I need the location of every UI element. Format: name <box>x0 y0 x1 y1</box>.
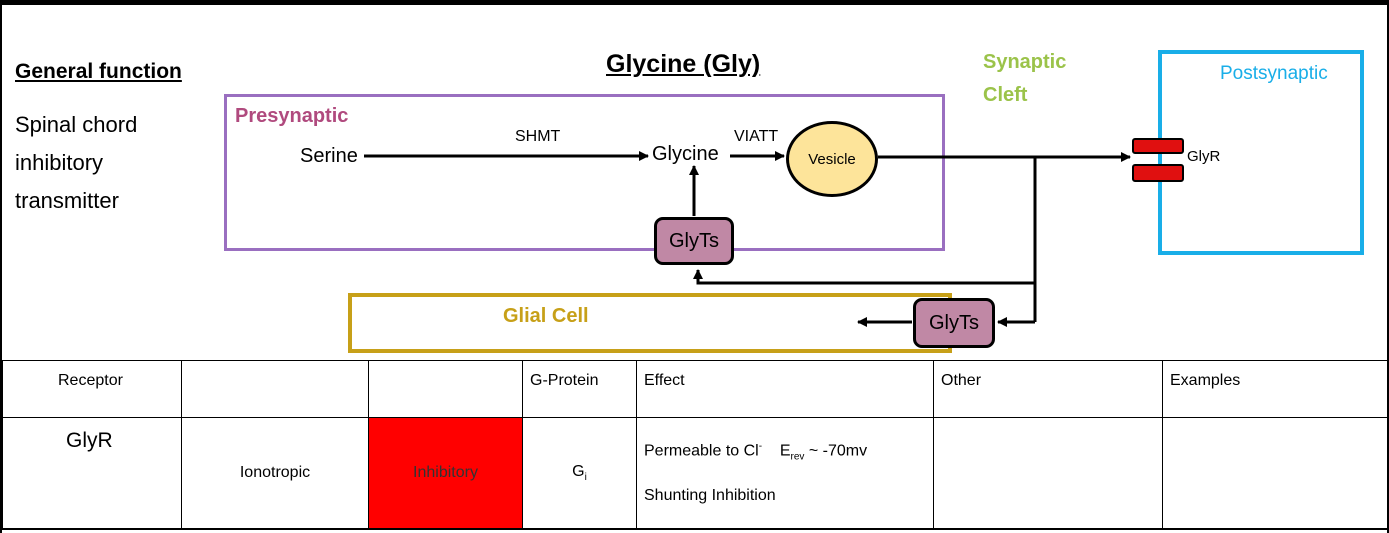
header-effect: Effect <box>636 360 934 418</box>
header-col2 <box>181 360 369 418</box>
synaptic-cleft-label: Synaptic Cleft <box>983 51 1067 106</box>
effect-erev: E <box>779 442 791 460</box>
header-gprotein: G-Protein <box>522 360 637 418</box>
receptor-table: Receptor G-Protein Effect Other Examples… <box>2 360 1388 529</box>
presynaptic-box <box>224 94 945 251</box>
header-examples: Examples <box>1162 360 1388 418</box>
cell-type: Ionotropic <box>181 417 369 529</box>
shmt-label: SHMT <box>515 128 561 145</box>
vesicle: Vesicle <box>786 121 878 197</box>
postsynaptic-label: Postsynaptic <box>1220 63 1328 84</box>
table-header-row: Receptor G-Protein Effect Other Examples <box>2 360 1388 418</box>
presynaptic-label: Presynaptic <box>235 105 349 127</box>
pathway-arrows <box>364 151 1131 327</box>
glyts-presynaptic: GlyTs <box>654 217 734 265</box>
right-border <box>1387 0 1389 533</box>
header-col3 <box>368 360 523 418</box>
glycine-label: Glycine <box>652 143 719 165</box>
reuptake-to-presynaptic-glyts-arrow <box>693 269 1035 285</box>
effect-cl-sup: - <box>758 441 763 452</box>
effect-line-1: Permeable to Cl- Erev ~ -70mv <box>644 428 926 477</box>
cell-action: Inhibitory <box>368 417 523 529</box>
glyts-glial: GlyTs <box>913 298 995 348</box>
cell-effect: Permeable to Cl- Erev ~ -70mv Shunting I… <box>636 417 934 529</box>
serine-label: Serine <box>300 145 358 167</box>
glyr-label: GlyR <box>1187 148 1221 165</box>
glyr-receptor-upper <box>1132 138 1184 154</box>
effect-permeable: Permeable to Cl <box>644 442 759 460</box>
left-border <box>0 0 2 533</box>
bottom-border <box>0 528 1389 530</box>
glyr-receptor-lower <box>1132 164 1184 182</box>
effect-line-2: Shunting Inhibition <box>644 486 776 504</box>
general-function-title: General function <box>15 60 182 83</box>
header-receptor: Receptor <box>2 360 182 418</box>
cell-examples <box>1162 417 1388 529</box>
top-border <box>0 0 1389 5</box>
cell-gprotein: Gi <box>522 417 637 529</box>
table-row: GlyR Ionotropic Inhibitory Gi Permeable … <box>2 417 1388 529</box>
gprotein-sub: i <box>584 472 587 484</box>
effect-erev-value: ~ -70mv <box>804 442 868 460</box>
header-other: Other <box>933 360 1163 418</box>
viatt-label: VIATT <box>734 128 779 145</box>
diagram-title: Glycine (Gly) <box>606 50 761 78</box>
cell-receptor: GlyR <box>2 417 182 529</box>
effect-erev-sub: rev <box>790 451 805 463</box>
glial-cell-label: Glial Cell <box>503 305 589 327</box>
gprotein-base: G <box>572 462 585 480</box>
general-function-description: Spinal chord inhibitory transmitter <box>15 112 138 213</box>
cell-other <box>933 417 1163 529</box>
